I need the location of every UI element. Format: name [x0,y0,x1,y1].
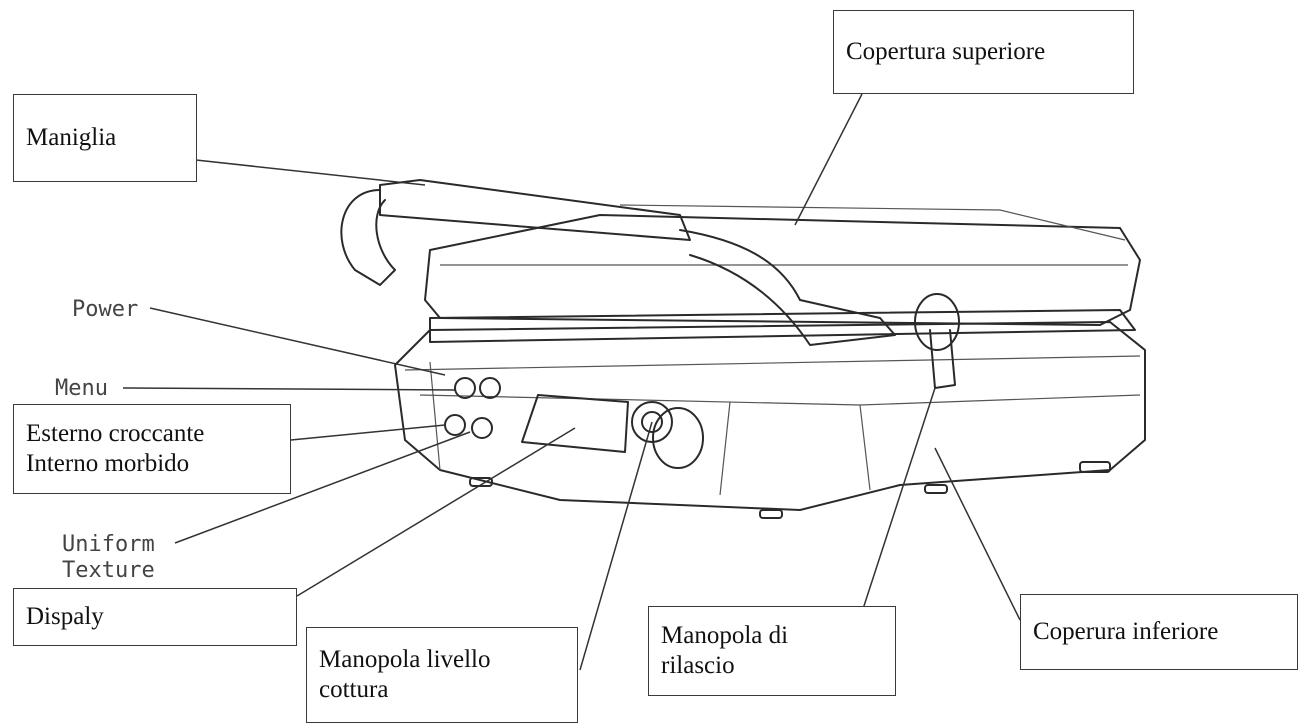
label-maniglia: Maniglia [13,94,197,182]
label-manopola-livello-cottura: Manopola livello cottura [306,627,578,723]
label-text: Copertura superiore [846,37,1121,67]
grill-top-lid [425,205,1140,325]
label-menu: Menu [55,376,108,402]
release-knob [915,294,959,388]
label-manopola-rilascio: Manopola di rilascio [648,606,896,696]
leader-lines [123,94,1020,670]
label-text: cottura [319,675,565,705]
label-copertura-superiore: Copertura superiore [833,10,1134,94]
label-text: rilascio [661,651,883,681]
label-text: Texture [62,558,155,584]
label-text: Manopola di [661,621,883,651]
label-dispaly: Dispaly [13,588,297,646]
label-coperura-inferiore: Coperura inferiore [1020,594,1298,670]
label-text: Interno morbido [26,449,278,479]
display-screen [522,395,628,452]
label-power: Power [72,297,138,323]
label-esterno-croccante: Esterno croccante Interno morbido [13,404,291,494]
label-text: Manopola livello [319,645,565,675]
control-buttons [445,378,500,438]
label-uniform-texture: Uniform Texture [62,532,155,584]
grill-base [395,322,1145,518]
label-text: Maniglia [26,123,184,153]
label-text: Coperura inferiore [1033,617,1285,647]
label-text: Esterno croccante [26,419,278,449]
label-text: Dispaly [26,602,284,632]
label-text: Uniform [62,532,155,558]
cooking-level-knob [632,402,703,468]
